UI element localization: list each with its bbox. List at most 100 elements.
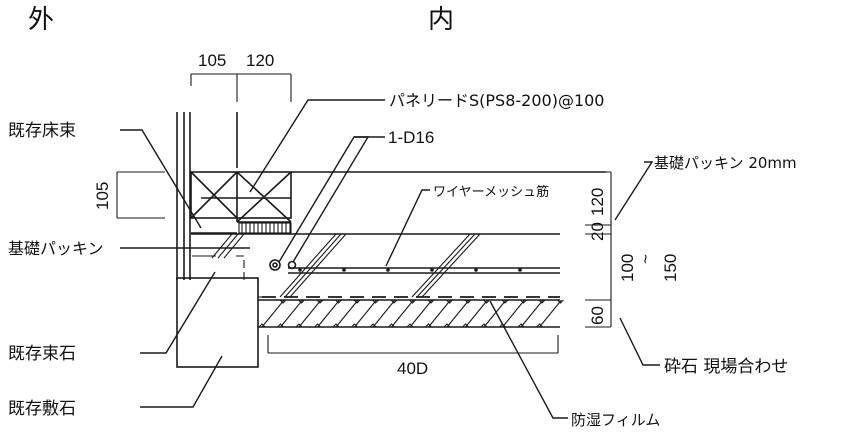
gravel-node	[369, 323, 377, 328]
label-existing-post-stone: 既存束石	[8, 344, 76, 364]
existing-post	[176, 112, 238, 280]
label-existing-floor-post: 既存床束	[8, 121, 76, 141]
diag-bar	[217, 233, 239, 259]
dim-105-top: 105	[198, 51, 226, 70]
gravel-node	[388, 323, 395, 328]
gravel-node	[335, 299, 342, 304]
dim-105-left: 105	[93, 182, 112, 210]
gravel-node	[372, 299, 379, 304]
diag-bar	[279, 233, 337, 298]
label-rebar: 1-D16	[388, 128, 434, 147]
foundation-packing-strip	[238, 222, 292, 234]
dim-60-right: 60	[588, 306, 607, 325]
mesh-node	[386, 268, 390, 272]
leader-existing-floor-post	[120, 129, 202, 229]
label-moisture-film: 防湿フィルム	[571, 411, 660, 429]
gravel-node	[520, 299, 527, 304]
rebar-circle	[287, 260, 297, 270]
gravel-node	[538, 299, 546, 304]
gravel-node	[332, 323, 340, 328]
gravel-hatch-line	[409, 299, 433, 328]
gravel-node	[406, 323, 414, 328]
top-dimension: 105 120	[190, 51, 292, 102]
gravel-node	[464, 299, 472, 304]
label-existing-paving-stone: 既存敷石	[8, 399, 76, 419]
label-foundation-packing-right: 基礎パッキン 20mm	[654, 154, 797, 172]
label-crushed-stone: 砕石 現場合わせ	[664, 357, 788, 377]
sill-blocks	[190, 171, 292, 234]
gravel-hatch-line	[446, 299, 470, 328]
dim-150-right: 150	[661, 254, 680, 282]
left-dimension: 105	[93, 171, 165, 219]
dim-40d: 40D	[267, 335, 559, 378]
gravel-hatch-line	[354, 299, 377, 328]
gravel-node	[351, 323, 358, 328]
rebar-diagonals	[211, 233, 481, 298]
leader-wire-mesh	[385, 189, 430, 267]
dim-20-right: 20	[588, 222, 607, 241]
sill-block-outline	[190, 171, 292, 219]
mesh-node	[342, 268, 346, 272]
dim-100-right: 100	[618, 254, 637, 282]
existing-post-stone	[176, 255, 262, 368]
gravel-hatch-line	[483, 299, 507, 328]
block-cross	[236, 171, 292, 223]
slab	[191, 171, 606, 328]
label-wire-mesh: ワイヤーメッシュ筋	[433, 184, 549, 200]
block-cross	[190, 171, 238, 219]
gravel-node	[258, 323, 266, 328]
dim-tilde-right: ~	[636, 254, 655, 264]
gravel-hatch-line	[539, 299, 562, 328]
gravel-hatch-line	[465, 299, 488, 328]
rebar-circle-inner	[272, 262, 278, 268]
leader-lines	[120, 99, 660, 419]
leader-panel-lead	[249, 99, 385, 193]
dim-40d-text: 40D	[397, 359, 428, 378]
mesh-node	[430, 268, 434, 272]
gravel-node	[298, 299, 305, 304]
gravel-node	[536, 323, 543, 328]
mesh-node	[518, 268, 522, 272]
gravel-node	[480, 323, 488, 328]
diag-bar	[411, 233, 471, 298]
gravel-hatch-line	[335, 299, 359, 328]
gravel-node	[390, 299, 398, 304]
leader-foundation-packing-right	[614, 161, 654, 221]
leader-rebar-2	[292, 136, 370, 263]
gravel-node	[314, 323, 321, 328]
gravel-node	[483, 299, 490, 304]
diag-bar	[289, 233, 347, 298]
gravel-node	[409, 299, 416, 304]
gravel-hatch-line	[372, 299, 396, 328]
label-panel-lead: パネリードS(PS8-200)@100	[389, 91, 604, 110]
gravel-node	[295, 323, 303, 328]
gravel-hatch-line	[261, 299, 285, 328]
gravel-node	[277, 323, 284, 328]
gravel-node	[517, 323, 525, 328]
mesh-nodes	[298, 268, 522, 272]
gravel-node	[316, 299, 324, 304]
dim-120-top: 120	[246, 51, 274, 70]
heading-outside: 外	[28, 5, 54, 35]
gravel-hatch-line	[391, 299, 414, 328]
leader-crushed-stone	[619, 317, 660, 366]
gravel-node	[425, 323, 432, 328]
gravel-node	[462, 323, 469, 328]
right-dimension-chain: 120 20 100 ~ 150 60	[585, 171, 680, 328]
diag-bar	[284, 233, 342, 298]
dashed-outline	[236, 255, 245, 280]
gravel-node	[501, 299, 509, 304]
gravel-hatch-line	[298, 299, 322, 328]
leader-moisture-film	[489, 300, 568, 419]
gravel-node	[443, 323, 451, 328]
gravel-hatching	[258, 299, 564, 328]
gravel-node	[557, 299, 564, 304]
leader-existing-paving-stone	[140, 355, 223, 408]
rebar-d16	[269, 259, 297, 271]
packing-outline	[238, 222, 292, 234]
heading-inside: 内	[428, 5, 454, 35]
diag-bar	[211, 233, 233, 259]
gravel-hatch-line	[317, 299, 340, 328]
gravel-node	[279, 299, 287, 304]
